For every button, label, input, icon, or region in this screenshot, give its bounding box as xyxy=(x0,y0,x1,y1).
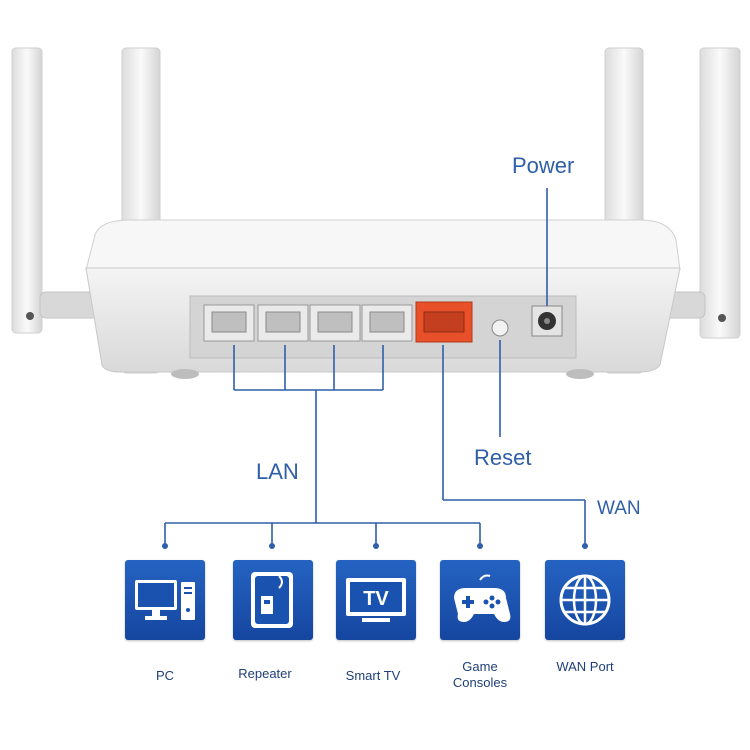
device-label-smart-tv: Smart TV xyxy=(345,668,401,683)
tv-icon-text: TV xyxy=(363,588,389,610)
globe-icon xyxy=(559,574,611,626)
power-jack xyxy=(531,305,563,337)
smart-tv-tile: TV xyxy=(336,560,416,640)
lan-port-3 xyxy=(309,304,361,342)
device-label-game-consoles: Game Consoles xyxy=(452,659,508,690)
antenna-far-left xyxy=(11,47,43,334)
repeater-tile xyxy=(233,560,313,640)
power-label: Power xyxy=(512,153,575,178)
pc-tile xyxy=(125,560,205,640)
lan-label: LAN xyxy=(256,459,299,484)
connection-lines xyxy=(164,188,586,546)
wan-port-tile xyxy=(545,560,625,640)
device-label-repeater: Repeater xyxy=(238,666,292,681)
device-label-pc: PC xyxy=(155,668,175,683)
reset-label: Reset xyxy=(474,445,532,470)
game-console-tile xyxy=(440,560,520,640)
gamepad-icon xyxy=(454,574,511,622)
reset-button xyxy=(491,319,509,337)
wan-label: WAN xyxy=(597,498,641,519)
connection-dots xyxy=(162,543,588,549)
repeater-icon xyxy=(251,572,293,628)
lan-port-4 xyxy=(361,304,413,342)
lan-port-2 xyxy=(257,304,309,342)
antenna-far-right xyxy=(699,47,741,339)
lan-port-1 xyxy=(203,304,255,342)
device-label-wan-port: WAN Port xyxy=(556,659,614,674)
wan-port xyxy=(415,301,473,343)
tv-icon: TV xyxy=(346,578,406,622)
pc-icon xyxy=(135,580,195,620)
